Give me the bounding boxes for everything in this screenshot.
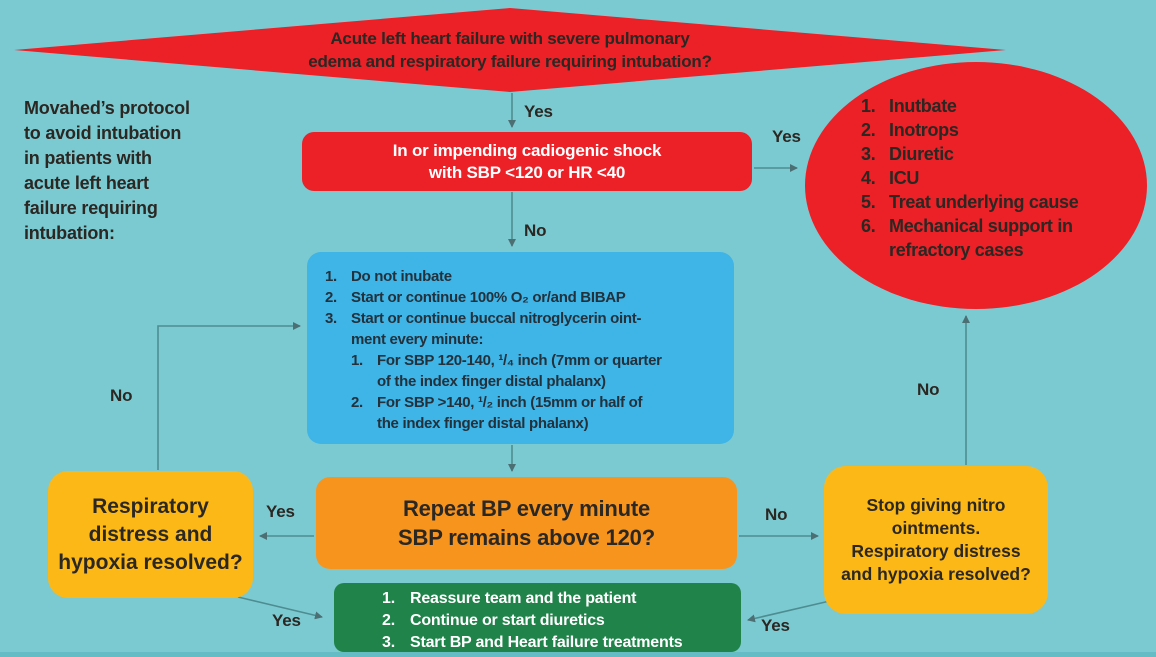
item-number: 2. xyxy=(382,612,395,629)
item-text: Mechanical support in refractory cases xyxy=(889,216,1073,260)
list-item: 2. Inotrops xyxy=(861,118,1078,142)
list-item: 1. Do not inubate xyxy=(325,266,734,287)
item-text: Do not inubate xyxy=(351,268,452,285)
list-item: 3. Diuretic xyxy=(861,142,1078,166)
label-orange-no: No xyxy=(765,505,788,524)
list-item: 1. Reassure team and the patient xyxy=(382,588,741,610)
list-item: 4. ICU xyxy=(861,166,1078,190)
item-number: 4. xyxy=(861,168,876,188)
list-item: 2. For SBP >140, ¹/₂ inch (15mm or half … xyxy=(351,392,734,434)
item-number: 1. xyxy=(382,590,395,607)
item-number: 1. xyxy=(861,96,876,116)
item-number: 5. xyxy=(861,192,876,212)
list-item: 6. Mechanical support in refractory case… xyxy=(861,214,1078,262)
item-number: 6. xyxy=(861,216,876,236)
label-right-down-yes: Yes xyxy=(761,616,790,635)
intubate-ellipse: 1. Inutbate 2. Inotrops 3. Diuretic 4. I… xyxy=(805,62,1147,309)
item-text: For SBP >140, ¹/₂ inch (15mm or half of … xyxy=(377,394,643,432)
reassure-treatments-box: 1. Reassure team and the patient 2. Cont… xyxy=(334,583,741,652)
item-number: 2. xyxy=(861,120,876,140)
list-item: 1. For SBP 120-140, ¹/₄ inch (7mm or qua… xyxy=(351,350,734,392)
item-text: For SBP 120-140, ¹/₄ inch (7mm or quarte… xyxy=(377,352,662,390)
item-number: 1. xyxy=(325,268,337,285)
decision-diamond-text: Acute left heart failure with severe pul… xyxy=(308,29,712,71)
item-number: 3. xyxy=(325,310,337,327)
item-text: ICU xyxy=(889,168,920,188)
item-number: 2. xyxy=(325,289,337,306)
list-item: 3. Start BP and Heart failure treatments xyxy=(382,632,741,654)
item-number: 3. xyxy=(382,634,395,651)
list-item: 3. Start or continue buccal nitroglyceri… xyxy=(325,308,734,350)
item-text: Continue or start diuretics xyxy=(410,612,605,629)
item-text: Treat underlying cause xyxy=(889,192,1079,212)
item-text: Start or continue buccal nitroglycerin o… xyxy=(351,310,642,348)
cardiogenic-shock-box: In or impending cadiogenic shock with SB… xyxy=(302,132,752,191)
item-number: 1. xyxy=(351,352,363,369)
nested-list: 1. For SBP 120-140, ¹/₄ inch (7mm or qua… xyxy=(351,350,734,434)
repeat-bp-decision-box: Repeat BP every minute SBP remains above… xyxy=(316,477,737,569)
item-text: Inutbate xyxy=(889,96,957,116)
item-number: 2. xyxy=(351,394,363,411)
respiratory-resolved-box: Respiratory distress and hypoxia resolve… xyxy=(48,471,253,598)
item-text: Inotrops xyxy=(889,120,959,140)
protocol-note-text: Movahed’s protocol to avoid intubation i… xyxy=(24,98,190,243)
label-left-return-no: No xyxy=(110,386,133,405)
bottom-edge-strip xyxy=(0,652,1156,657)
arrow-left-yellow-return-to-blue xyxy=(157,322,301,470)
item-text: Start BP and Heart failure treatments xyxy=(410,634,683,651)
stop-nitro-box: Stop giving nitro ointments. Respiratory… xyxy=(824,466,1048,614)
label-shock-yes: Yes xyxy=(772,127,801,146)
list-item: 2. Continue or start diuretics xyxy=(382,610,741,632)
repeat-bp-text: Repeat BP every minute SBP remains above… xyxy=(398,496,655,550)
intubate-ellipse-list: 1. Inutbate 2. Inotrops 3. Diuretic 4. I… xyxy=(861,94,1079,262)
label-diamond-yes: Yes xyxy=(524,102,553,121)
list-item: 2. Start or continue 100% O₂ or/and BIBA… xyxy=(325,287,734,308)
item-number: 3. xyxy=(861,144,876,164)
list-item: 5. Treat underlying cause xyxy=(861,190,1079,214)
list-item: 1. Inutbate xyxy=(861,94,1078,118)
label-orange-yes: Yes xyxy=(266,502,295,521)
cardiogenic-shock-text: In or impending cadiogenic shock with SB… xyxy=(392,140,662,182)
decision-diamond-acute-lhf: Acute left heart failure with severe pul… xyxy=(14,8,1006,92)
item-text: Start or continue 100% O₂ or/and BIBAP xyxy=(351,289,626,306)
label-right-up-no: No xyxy=(917,380,940,399)
stop-nitro-text: Stop giving nitro ointments. Respiratory… xyxy=(841,495,1031,584)
respiratory-resolved-text: Respiratory distress and hypoxia resolve… xyxy=(58,494,243,574)
label-left-down-yes: Yes xyxy=(272,611,301,630)
item-text: Reassure team and the patient xyxy=(410,590,637,607)
label-shock-no: No xyxy=(524,221,547,240)
no-intubation-instructions-box: 1. Do not inubate 2. Start or continue 1… xyxy=(307,252,734,444)
item-text: Diuretic xyxy=(889,144,954,164)
